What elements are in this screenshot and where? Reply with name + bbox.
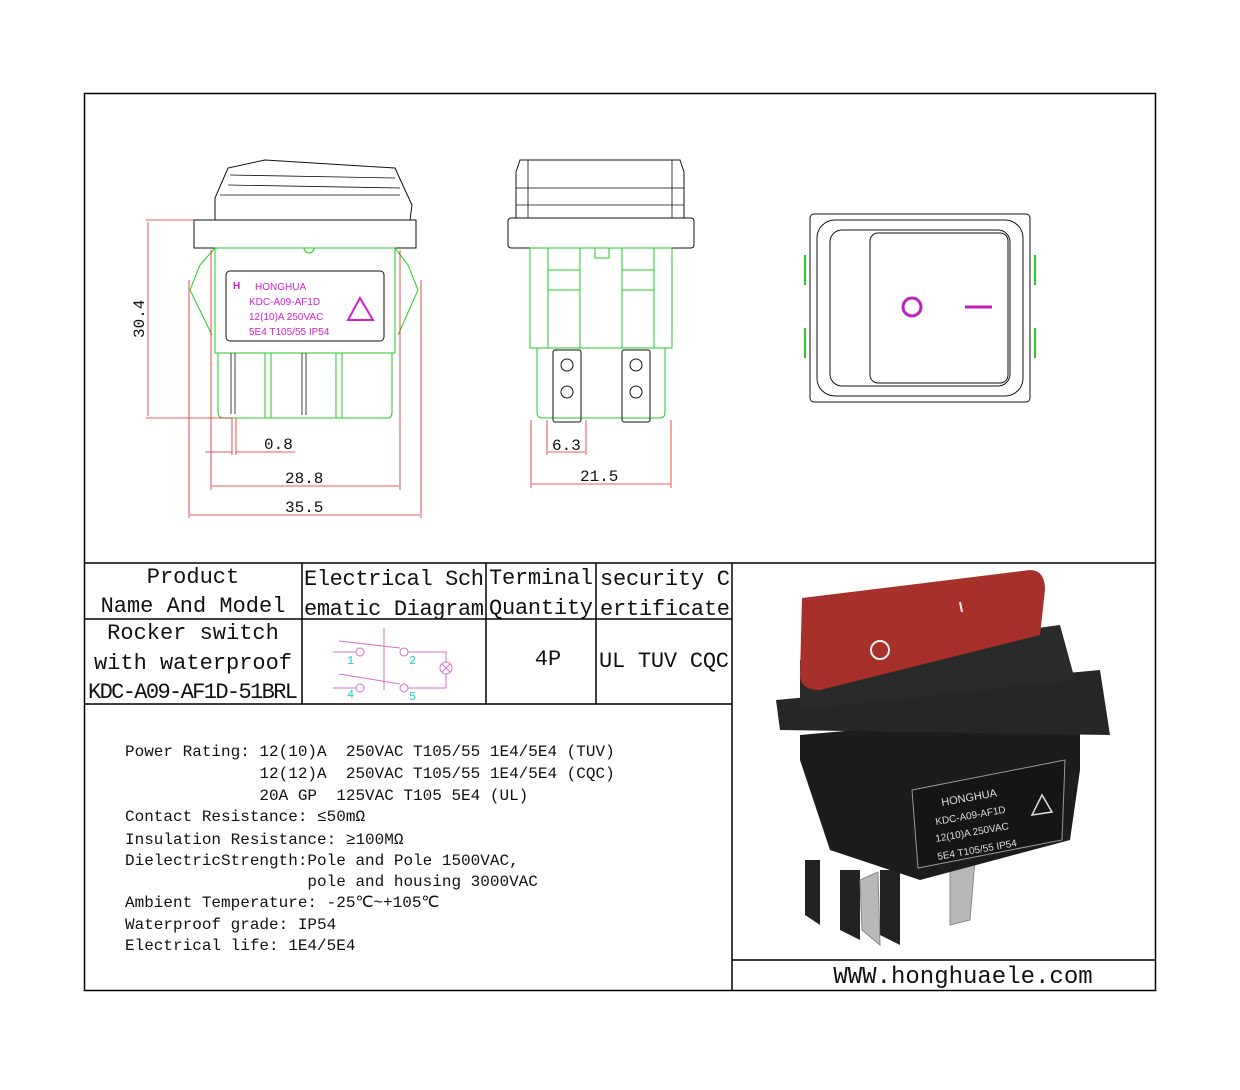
header-product: Product [147,565,239,590]
dimension-pin-width: 0.8 [264,436,293,454]
dimension-overall-width: 35.5 [285,499,323,517]
header-certificate-2: ertificate [600,597,730,622]
top-view-drawing [804,213,1036,403]
pin-label-5: 5 [409,690,416,704]
side-view-drawing: 6.3 21.5 [507,159,695,488]
header-terminal-2: Quantity [489,596,593,621]
front-view-drawing: H HONGHUA KDC-A09-AF1D 12(10)A 250VAC 5E… [131,159,422,518]
spec-dielectric-strength: DielectricStrength:Pole and Pole 1500VAC… [125,852,519,870]
certificates: UL TUV CQC [599,649,729,674]
spec-dielectric-strength-2: pole and housing 3000VAC [125,873,538,891]
dimension-height: 30.4 [131,300,149,338]
header-schematic: Electrical Sch [304,567,484,592]
website-url[interactable]: WWW.honghuaele.com [833,964,1092,991]
product-name-2: with waterproof [94,651,292,676]
label-logo: H [233,281,240,292]
photo-warning-icon [1030,793,1054,816]
header-terminal: Terminal [489,566,593,591]
spec-insulation-resistance: Insulation Resistance: ≥100MΩ [125,831,404,849]
spec-list: Power Rating: 12(10)A 250VAC T105/55 1E4… [125,743,615,955]
product-name: Rocker switch [107,621,279,646]
dimension-body-width: 28.8 [285,470,323,488]
spec-electrical-life: Electrical life: 1E4/5E4 [125,937,355,955]
header-schematic-2: ematic Diagram [304,597,484,622]
spec-table [84,563,1155,990]
spec-waterproof-grade: Waterproof grade: IP54 [125,916,336,934]
header-product-2: Name And Model [101,594,286,619]
spec-power-rating: Power Rating: 12(10)A 250VAC T105/55 1E4… [125,743,615,761]
dimension-side-width: 21.5 [580,468,618,486]
outer-frame [83,92,1157,992]
label-line3: 5E4 T105/55 IP54 [249,327,330,338]
electrical-schematic [333,628,453,693]
pin-label-4: 4 [347,688,354,702]
header-certificate: security C [600,567,730,592]
pin-label-2: 2 [409,654,416,668]
pin-label-1: 1 [347,654,354,668]
spec-contact-resistance: Contact Resistance: ≤50mΩ [125,808,365,826]
label-brand: HONGHUA [255,282,306,293]
product-photo: HONGHUA KDC-A09-AF1D 12(10)A 250VAC 5E4 … [776,570,1110,947]
product-model: KDC-A09-AF1D-51BRL [88,680,298,705]
spec-power-rating-cqc: 12(12)A 250VAC T105/55 1E4/5E4 (CQC) [125,765,615,783]
spec-ambient-temperature: Ambient Temperature: -25℃~+105℃ [125,894,439,912]
off-symbol-icon [901,296,923,318]
spec-power-rating-ul: 20A GP 125VAC T105 5E4 (UL) [125,787,528,805]
label-model: KDC-A09-AF1D [249,297,320,308]
dimension-terminal-width: 6.3 [552,437,581,455]
warning-triangle-icon [346,295,375,321]
terminal-quantity: 4P [535,647,561,672]
label-rating: 12(10)A 250VAC [249,312,323,323]
